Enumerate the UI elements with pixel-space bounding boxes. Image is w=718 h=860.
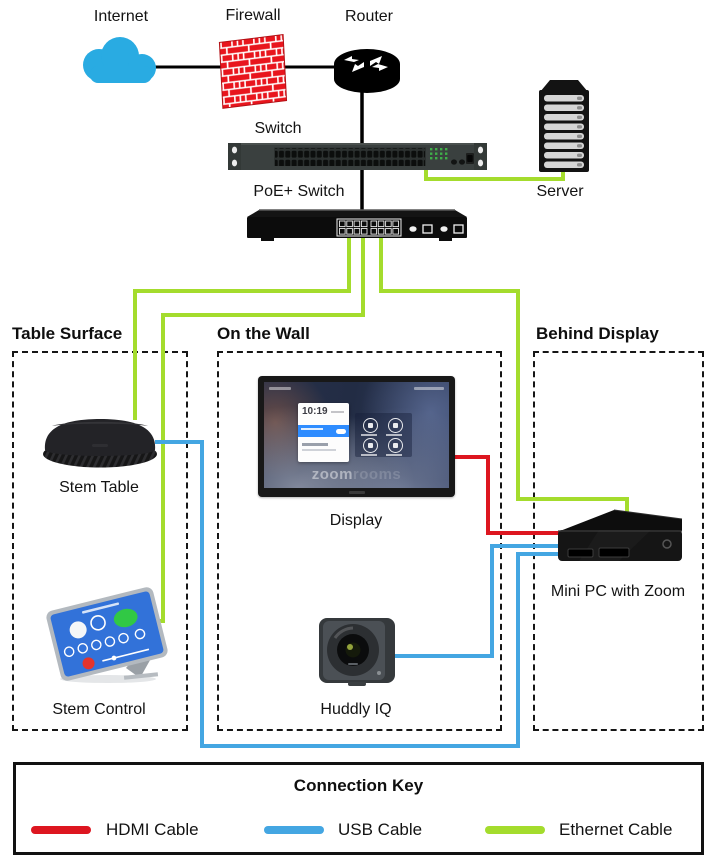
- join-label-text: [361, 454, 377, 456]
- zoom-watermark: zoomrooms: [311, 466, 402, 483]
- zone-box-on-the-wall: [217, 351, 502, 731]
- cable-ethernet-poe-stem-table: [133, 228, 351, 420]
- share-content-icon: [388, 438, 403, 453]
- whiteboard-label-text: [386, 434, 402, 436]
- zone-label-on-the-wall: On the Wall: [217, 324, 310, 343]
- connection-key-title: Connection Key: [293, 776, 424, 795]
- zone-box-behind-display: [533, 351, 704, 731]
- hdmi-cable-label: HDMI Cable: [106, 820, 199, 839]
- huddly-label: Huddly IQ: [320, 701, 392, 718]
- stem-control-device: [46, 587, 168, 683]
- mini-pc-label: Mini PC with Zoom: [550, 583, 686, 600]
- internet-cloud-icon: [83, 37, 156, 83]
- poe-switch-icon: [247, 209, 467, 241]
- new-meeting-icon: [363, 418, 378, 433]
- cable-usb-huddly-minipc: [390, 544, 562, 658]
- join-pill: [336, 428, 346, 434]
- screen-room-name-text: [269, 387, 291, 390]
- poe-switch-label: PoE+ Switch: [253, 183, 345, 200]
- huddly-device: [319, 618, 395, 686]
- switch-label: Switch: [254, 120, 302, 137]
- connection-key: Connection Key HDMI Cable USB Cable Ethe…: [13, 762, 704, 855]
- cable-hdmi-display-minipc: [449, 455, 562, 535]
- display-brand-logo: [348, 491, 365, 494]
- join-icon: [363, 438, 378, 453]
- ethernet-swatch: [485, 826, 545, 834]
- display-label: Display: [329, 512, 383, 529]
- router-label: Router: [344, 8, 394, 25]
- cable-usb-stemtable-minipc: [155, 440, 562, 748]
- zone-label-behind-display: Behind Display: [536, 324, 659, 343]
- hdmi-swatch: [31, 826, 91, 834]
- firewall-icon: [218, 34, 288, 109]
- display-device: 10:19 zoomrooms: [258, 376, 455, 497]
- firewall-label: Firewall: [225, 7, 281, 24]
- screen-date-text: [331, 411, 344, 413]
- zone-box-table-surface: [12, 351, 188, 731]
- meeting-card: 10:19: [298, 403, 349, 462]
- mini-pc-device: [558, 509, 683, 561]
- ethernet-cable-label: Ethernet Cable: [559, 820, 673, 839]
- next-meeting-subtext: [302, 449, 336, 451]
- whiteboard-icon: [388, 418, 403, 433]
- zone-label-table-surface: Table Surface: [12, 324, 123, 343]
- usb-cable-label: USB Cable: [338, 820, 423, 839]
- server-label: Server: [536, 183, 584, 200]
- display-screen: 10:19 zoomrooms: [264, 382, 449, 488]
- screen-time: 10:19: [302, 406, 328, 417]
- home-actions-panel: [355, 413, 412, 457]
- next-meeting-text: [302, 443, 328, 446]
- usb-swatch: [264, 826, 324, 834]
- screen-clock-text: [414, 387, 444, 390]
- internet-label: Internet: [93, 8, 149, 25]
- stem-table-device: [43, 419, 157, 468]
- new-meeting-label-text: [361, 434, 377, 436]
- cable-ethernet-poe-minipc: [379, 228, 629, 520]
- stem-table-label: Stem Table: [59, 479, 139, 496]
- share-label-text: [386, 454, 402, 456]
- meeting-title-text: [301, 428, 323, 430]
- stem-control-label: Stem Control: [52, 701, 146, 718]
- server-icon: [539, 80, 589, 172]
- router-icon: [334, 49, 400, 93]
- switch-icon: [228, 143, 487, 170]
- current-meeting-bar: [298, 425, 349, 437]
